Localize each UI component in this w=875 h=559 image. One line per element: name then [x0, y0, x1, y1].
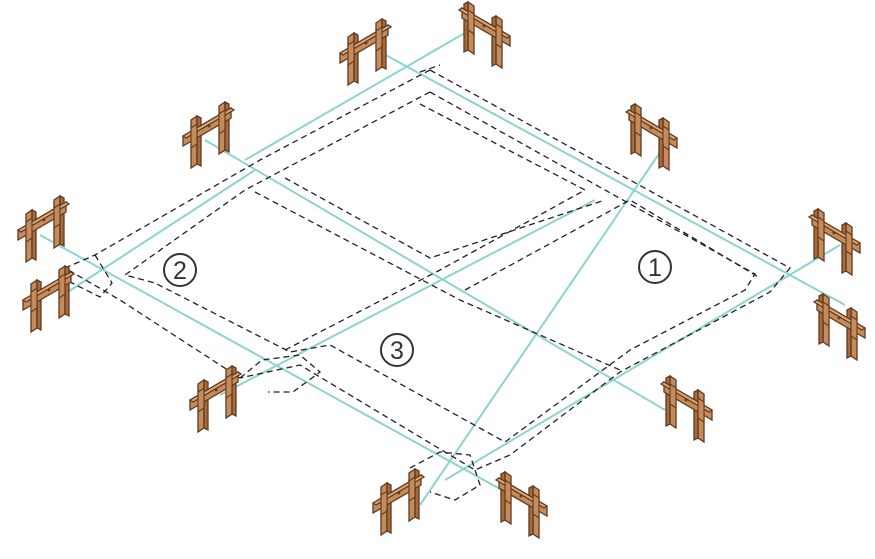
area-label-3-text: 3 [390, 337, 404, 365]
batter-board-bottom-left [189, 365, 242, 433]
batter-board-bottom-mid-right [496, 472, 547, 538]
area-label-3: 3 [380, 333, 414, 367]
batter-board-upper-right [626, 104, 677, 170]
area-label-1: 1 [638, 250, 672, 284]
string-lines [39, 29, 846, 506]
area-label-2-text: 2 [173, 257, 187, 285]
batter-board-bottom-mid-left [372, 468, 425, 536]
batter-board-bottom-right [661, 376, 712, 442]
batter-board-right-upper [809, 209, 860, 275]
area-label-2: 2 [163, 253, 197, 287]
area-label-1-text: 1 [648, 254, 662, 282]
batter-board-top-right [459, 2, 510, 68]
batter-board-upper-left [182, 101, 235, 169]
batter-board-right-lower [814, 294, 865, 360]
batter-board-left-upper [17, 195, 70, 263]
batter-board-top-left [339, 18, 392, 86]
footing-outlines [63, 64, 792, 501]
batter-board-left-lower [22, 265, 75, 333]
